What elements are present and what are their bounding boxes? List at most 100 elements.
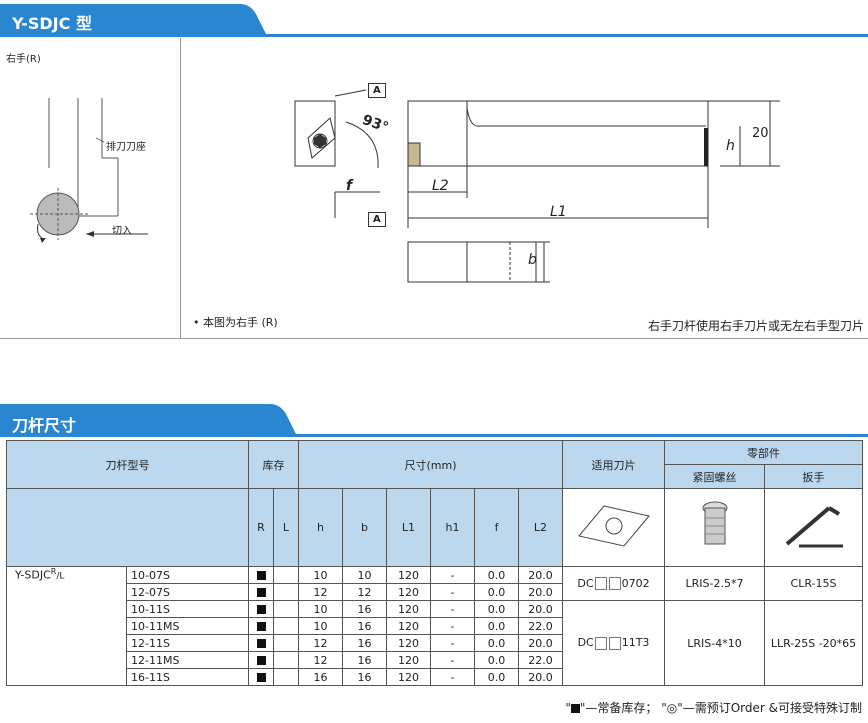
screw-group2: LRIS-4*10	[664, 600, 765, 686]
cell-h1: -	[430, 668, 475, 686]
row-code: 10-07S	[126, 566, 249, 584]
note-insert: 右手刀杆使用右手刀片或无左右手型刀片	[647, 319, 864, 333]
cell-b: 16	[342, 634, 387, 652]
cell-l2: 22.0	[518, 617, 563, 635]
cell-h1: -	[430, 583, 475, 601]
cell-b: 10	[342, 566, 387, 584]
stock-square-icon	[256, 639, 266, 648]
cell-h: 16	[298, 668, 343, 686]
cell-f: 0.0	[474, 617, 519, 635]
col-screw-header: 紧固螺丝	[664, 464, 765, 489]
cell-l1: 120	[386, 566, 431, 584]
cell-l2: 20.0	[518, 668, 563, 686]
stock-r	[248, 566, 274, 584]
wrench-group1: CLR-15S	[764, 566, 863, 601]
row-code: 16-11S	[126, 668, 249, 686]
section-tab-type: Y-SDJC 型	[0, 4, 868, 38]
dim-f: f	[346, 178, 353, 194]
dim-b: b	[528, 252, 537, 268]
stock-l	[273, 651, 299, 669]
tool-drawing	[294, 89, 780, 283]
col-insert-header: 适用刀片	[562, 440, 665, 489]
stock-r	[248, 583, 274, 601]
note-right-hand: • 本图为右手 (R)	[193, 316, 278, 329]
tab-shape	[0, 4, 868, 37]
stock-square-icon	[256, 605, 266, 614]
wrench-icon	[785, 506, 843, 548]
cell-f: 0.0	[474, 583, 519, 601]
table-row: 10-11MS 10 16 120 - 0.0 22.0	[7, 617, 863, 635]
sub-l1: L1	[386, 488, 431, 567]
col-stock-header: 库存	[248, 440, 299, 489]
cell-l2: 20.0	[518, 634, 563, 652]
cell-h: 10	[298, 617, 343, 635]
cell-b: 16	[342, 600, 387, 618]
stock-square-icon	[256, 571, 266, 580]
cell-l1: 120	[386, 617, 431, 635]
screw-group1: LRIS-2.5*7	[664, 566, 765, 601]
cell-h: 10	[298, 600, 343, 618]
cell-f: 0.0	[474, 600, 519, 618]
sub-r: R	[248, 488, 274, 567]
cell-l2: 20.0	[518, 566, 563, 584]
setup-drawing	[30, 98, 148, 243]
seat-label: 排刀刀座	[106, 142, 146, 153]
sub-l2: L2	[518, 488, 563, 567]
col-model-spacer	[6, 488, 249, 567]
cell-l2: 20.0	[518, 600, 563, 618]
cell-h1: -	[430, 617, 475, 635]
cell-f: 0.0	[474, 668, 519, 686]
sub-h1: h1	[430, 488, 475, 567]
dim-20: 20	[752, 126, 769, 141]
cell-h1: -	[430, 566, 475, 584]
row-code: 10-11S	[126, 600, 249, 618]
col-model-header: 刀杆型号	[6, 440, 249, 489]
col-parts-header: 零部件	[664, 440, 863, 465]
section-tab-size: 刀杆尺寸	[0, 404, 868, 438]
dim-a-top: A	[368, 83, 386, 98]
row-code: 12-11S	[126, 634, 249, 652]
row-code: 12-07S	[126, 583, 249, 601]
cell-h: 12	[298, 634, 343, 652]
table-row: Y-SDJCR/L 10-07S 10 10 120 - 0.0 20.0 DC…	[6, 566, 863, 686]
legend-square-icon	[570, 704, 580, 713]
table-row: 12-07S 12 12 120 - 0.0 20.0	[7, 583, 863, 601]
section-title: Y-SDJC 型	[12, 14, 92, 33]
screw-image	[664, 488, 765, 567]
cell-b: 12	[342, 583, 387, 601]
screw-icon	[702, 501, 727, 545]
stock-l	[273, 583, 299, 601]
table-row: 16-11S 16 16 120 - 0.0 20.0	[7, 668, 863, 686]
spec-table: 刀杆型号 库存 尺寸(mm) 适用刀片 零部件 紧固螺丝 扳手 R L h b …	[6, 440, 863, 686]
dim-l2: L2	[432, 178, 449, 194]
sub-b: b	[342, 488, 387, 567]
cell-f: 0.0	[474, 566, 519, 584]
cell-f: 0.0	[474, 651, 519, 669]
col-size-header: 尺寸(mm)	[298, 440, 563, 489]
dim-l1: L1	[550, 204, 567, 220]
row-code: 12-11MS	[126, 651, 249, 669]
cut-label: 切入	[112, 226, 132, 237]
stock-square-icon	[256, 622, 266, 631]
stock-l	[273, 600, 299, 618]
cell-l1: 120	[386, 634, 431, 652]
sub-f: f	[474, 488, 519, 567]
tab-shape-2	[0, 404, 868, 437]
stock-legend: ""—常备库存； "◎"—需预订Order &可接受特殊订制	[565, 701, 862, 715]
cell-h: 12	[298, 583, 343, 601]
cell-h: 12	[298, 651, 343, 669]
stock-square-icon	[256, 673, 266, 682]
cell-l2: 20.0	[518, 583, 563, 601]
stock-l	[273, 566, 299, 584]
stock-square-icon	[256, 656, 266, 665]
stock-l	[273, 617, 299, 635]
stock-r	[248, 617, 274, 635]
model-cell: Y-SDJCR/L	[6, 566, 127, 686]
cell-h1: -	[430, 600, 475, 618]
sub-l: L	[273, 488, 299, 567]
section-title-2: 刀杆尺寸	[12, 416, 77, 435]
insert-icon	[577, 505, 650, 547]
